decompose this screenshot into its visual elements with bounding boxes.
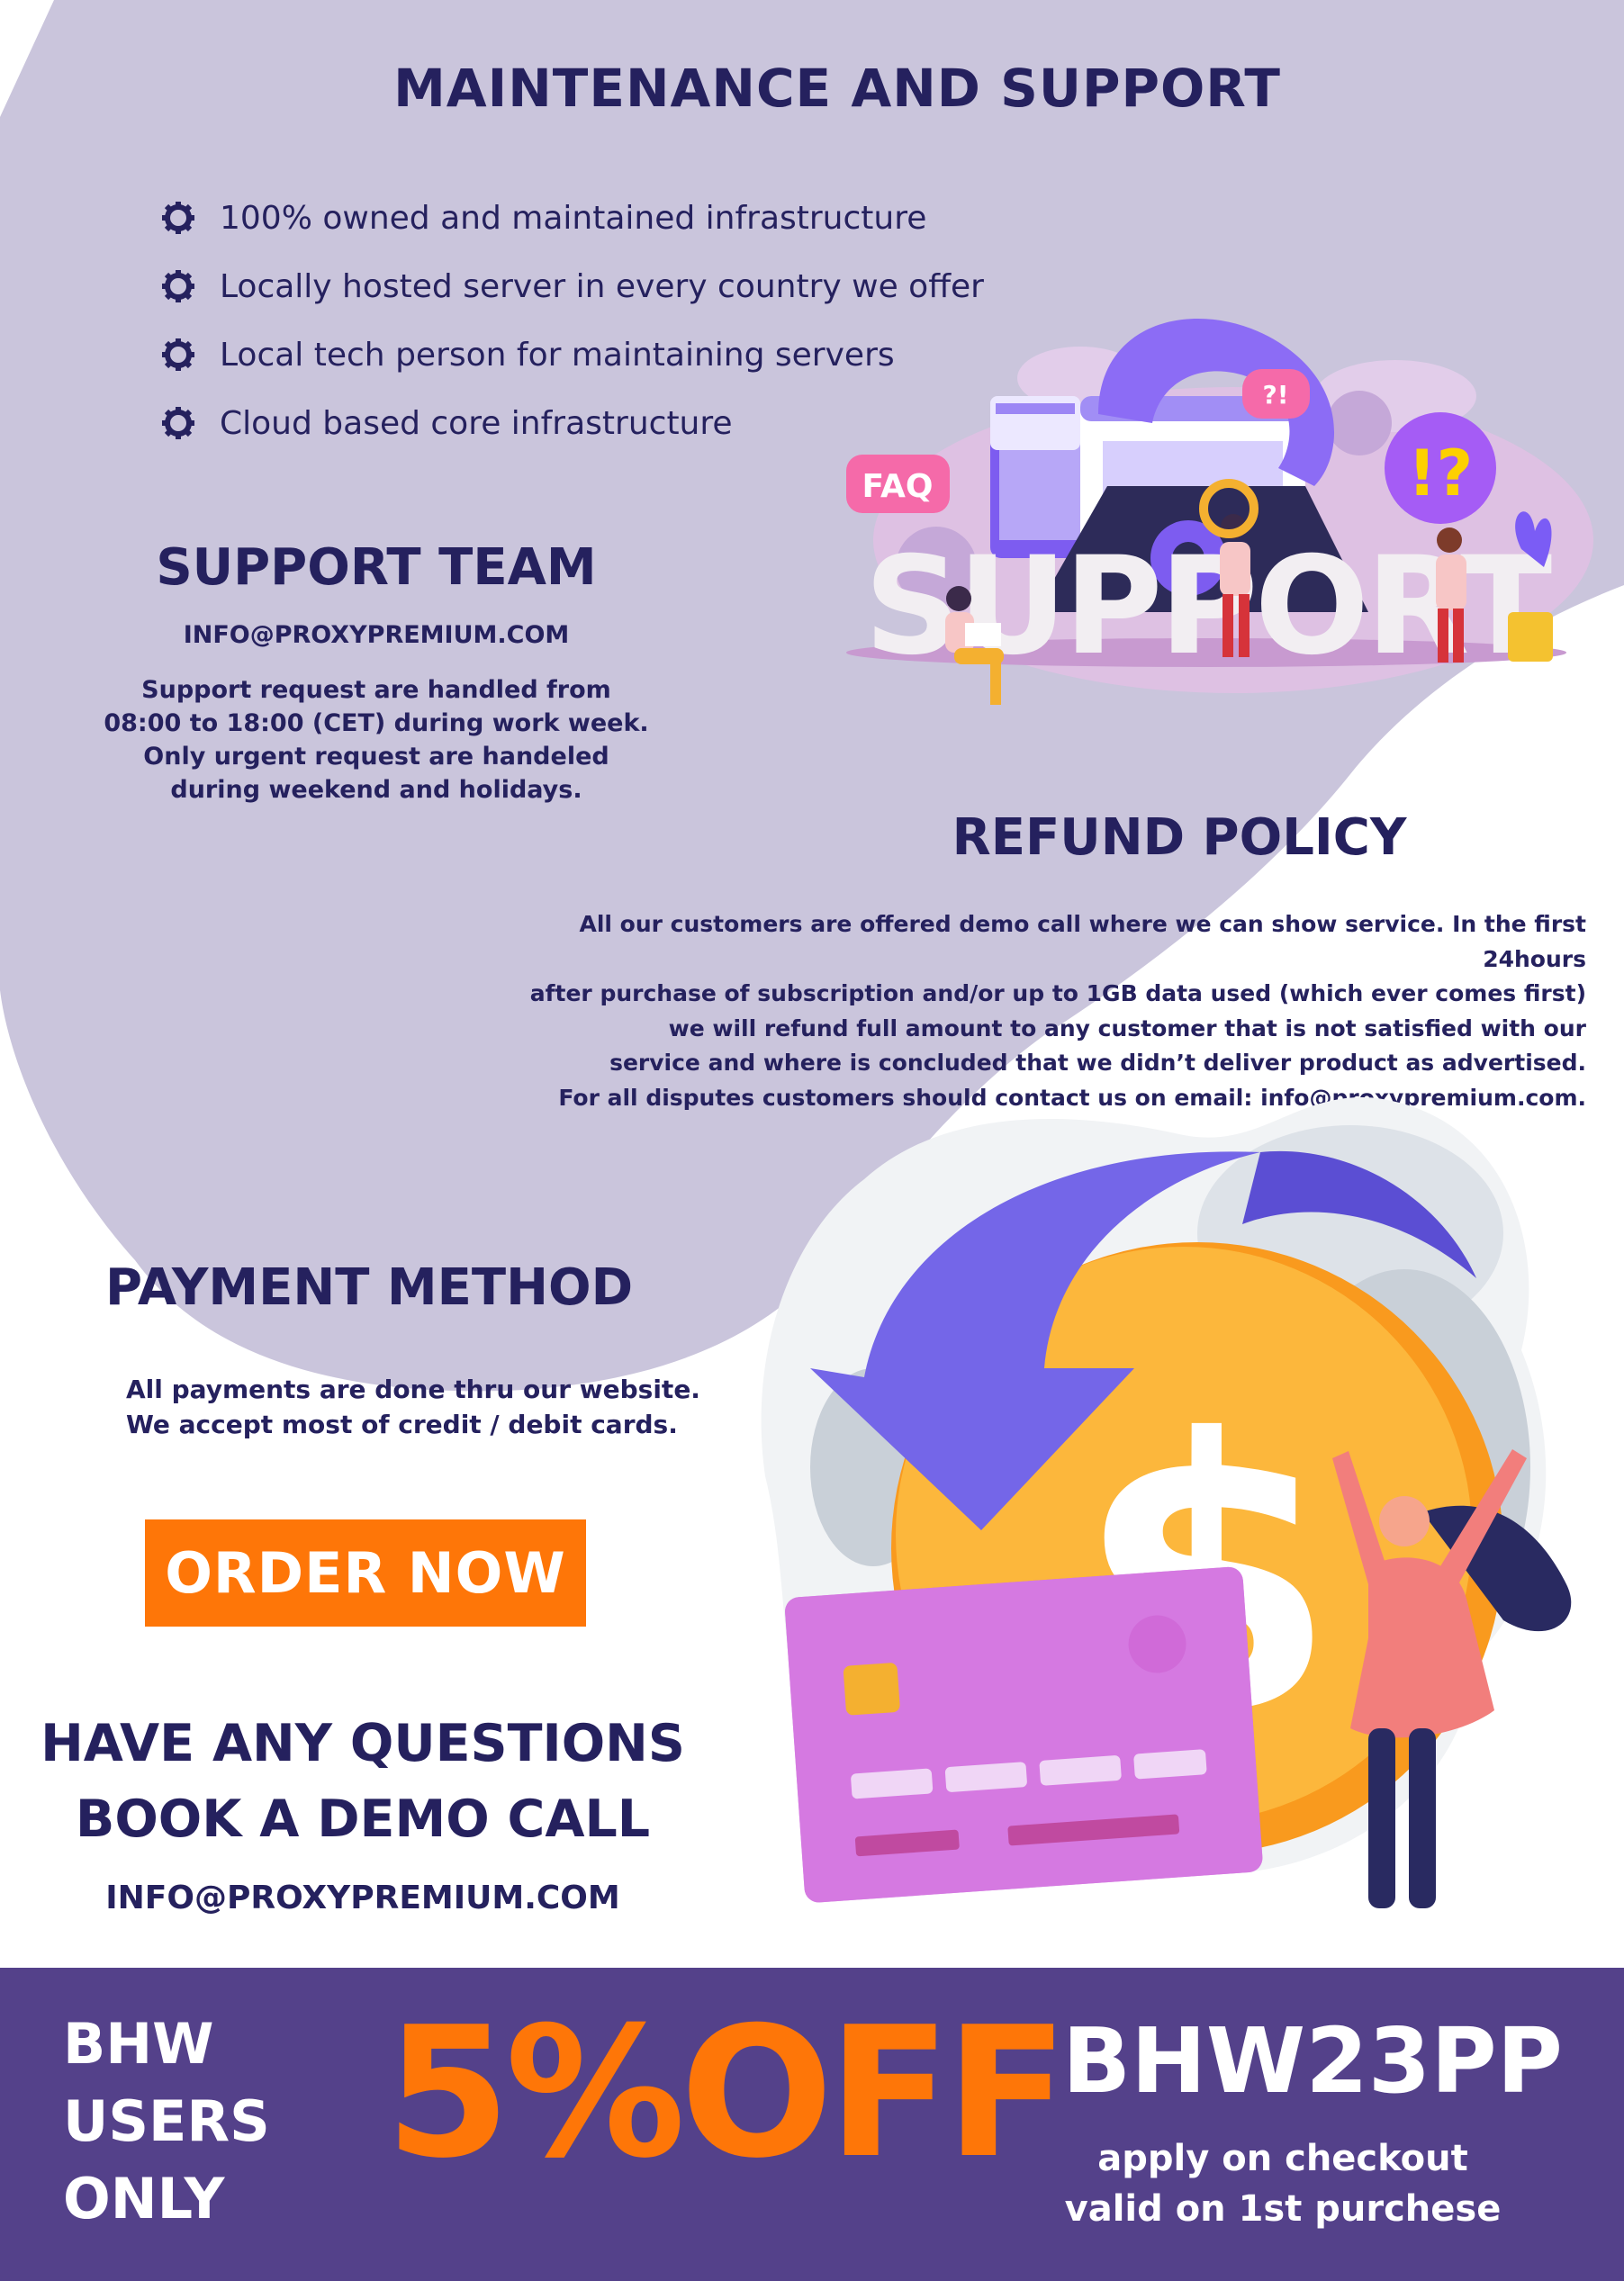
feature-item: Local tech person for maintaining server… bbox=[160, 320, 984, 389]
payment-text: All payments are done thru our website. … bbox=[126, 1372, 700, 1442]
demo-call-heading: HAVE ANY QUESTIONS BOOK A DEMO CALL bbox=[0, 1706, 726, 1857]
support-hours-line: 08:00 to 18:00 (CET) during work week. bbox=[104, 709, 649, 737]
promo-note-line: valid on 1st purchese bbox=[1064, 2188, 1502, 2230]
support-team-email: INFO@PROXYPREMIUM.COM bbox=[183, 621, 570, 649]
feature-item: Locally hosted server in every country w… bbox=[160, 252, 984, 320]
support-hours: Support request are handled from 08:00 t… bbox=[0, 673, 753, 807]
faq-label: FAQ bbox=[862, 468, 934, 505]
person-with-gear bbox=[1199, 479, 1259, 657]
woman-figure bbox=[1332, 1449, 1572, 1908]
exclaim-bubble-text: !? bbox=[1408, 437, 1474, 510]
feature-list: 100% owned and maintained infrastructure… bbox=[160, 184, 984, 457]
payment-title: PAYMENT METHOD bbox=[104, 1258, 634, 1317]
feature-item: 100% owned and maintained infrastructure bbox=[160, 184, 984, 252]
support-team-title: SUPPORT TEAM bbox=[156, 538, 597, 597]
promo-discount: 5%OFF bbox=[385, 1988, 1069, 2198]
promo-notes: apply on checkout valid on 1st purchese bbox=[1062, 2133, 1503, 2234]
promo-audience-line: BHW bbox=[63, 2011, 214, 2077]
gear-icon bbox=[162, 407, 194, 439]
demo-email[interactable]: INFO@PROXYPREMIUM.COM bbox=[105, 1880, 620, 1916]
feature-text: Cloud based core infrastructure bbox=[220, 404, 733, 442]
refund-text: All our customers are offered demo call … bbox=[506, 907, 1586, 1115]
refund-title: REFUND POLICY bbox=[952, 808, 1407, 867]
refund-line: after purchase of subscription and/or up… bbox=[529, 980, 1586, 1006]
demo-line-2: BOOK A DEMO CALL bbox=[75, 1790, 651, 1849]
refund-line: For all disputes customers should contac… bbox=[558, 1084, 1586, 1111]
person-standing bbox=[1436, 527, 1466, 663]
feature-item: Cloud based core infrastructure bbox=[160, 389, 984, 457]
gear-icon bbox=[162, 338, 194, 371]
feature-text: Local tech person for maintaining server… bbox=[220, 336, 895, 374]
feature-text: Locally hosted server in every country w… bbox=[220, 267, 984, 305]
demo-line-1: HAVE ANY QUESTIONS bbox=[41, 1714, 685, 1773]
support-hours-line: Only urgent request are handeled bbox=[143, 743, 609, 771]
question-bubble-text: ?! bbox=[1262, 380, 1288, 410]
payment-line: All payments are done thru our website. bbox=[126, 1375, 700, 1404]
gear-icon bbox=[162, 270, 194, 302]
refund-line: service and where is concluded that we d… bbox=[609, 1050, 1586, 1076]
refund-line: All our customers are offered demo call … bbox=[579, 911, 1586, 972]
promo-audience-line: ONLY bbox=[63, 2166, 225, 2231]
support-illustration: FAQ ?! !? SUPPORT bbox=[846, 319, 1593, 705]
promo-audience-line: USERS bbox=[63, 2088, 270, 2154]
support-hours-line: Support request are handled from bbox=[141, 676, 611, 704]
maintenance-title: MAINTENANCE AND SUPPORT bbox=[393, 58, 1281, 119]
order-now-button[interactable]: ORDER NOW bbox=[145, 1519, 586, 1627]
payment-illustration: $ bbox=[761, 1097, 1572, 1908]
promo-bar bbox=[0, 1968, 1624, 2281]
support-hours-line: during weekend and holidays. bbox=[170, 776, 582, 804]
refund-line: we will refund full amount to any custom… bbox=[668, 1014, 1586, 1041]
payment-line: We accept most of credit / debit cards. bbox=[126, 1410, 678, 1439]
card-chip bbox=[843, 1663, 900, 1716]
promo-code: BHW23PP bbox=[1062, 2008, 1563, 2114]
gear-icon bbox=[162, 202, 194, 234]
promo-audience: BHW USERS ONLY bbox=[63, 2006, 270, 2238]
credit-card bbox=[785, 1566, 1263, 1903]
feature-text: 100% owned and maintained infrastructure bbox=[220, 199, 927, 237]
person-sitting bbox=[945, 586, 1004, 705]
promo-note-line: apply on checkout bbox=[1097, 2138, 1468, 2179]
